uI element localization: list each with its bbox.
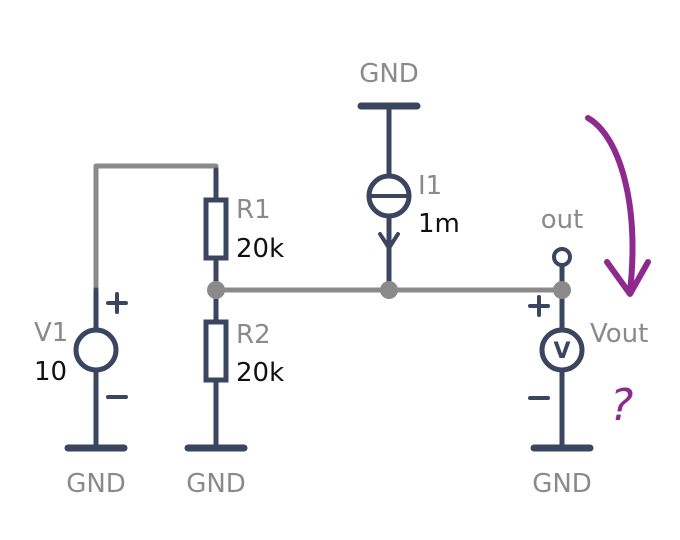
r2-name-label: R2 bbox=[236, 320, 271, 350]
resistor-r1 bbox=[203, 167, 229, 293]
r1-value-label: 20k bbox=[236, 234, 284, 264]
out-terminal-icon bbox=[552, 247, 572, 267]
r2-body bbox=[203, 319, 229, 383]
i1-name-label: I1 bbox=[418, 171, 442, 201]
annotation-arrow-head-icon bbox=[604, 259, 651, 297]
r2-value-label: 20k bbox=[236, 358, 284, 388]
voltage-source-v1 bbox=[64, 287, 128, 452]
wires bbox=[93, 163, 565, 293]
gnd-label-r2: GND bbox=[186, 469, 246, 499]
node-i1 bbox=[380, 281, 398, 299]
r1-name-label: R1 bbox=[236, 195, 271, 225]
vout-plus-icon bbox=[528, 295, 550, 317]
i1-arrow-icon bbox=[378, 232, 400, 250]
r1-body bbox=[203, 197, 229, 261]
v1-value-label: 10 bbox=[34, 357, 67, 387]
v1-source-circle bbox=[73, 327, 119, 373]
gnd-label-v1: GND bbox=[66, 469, 126, 499]
v1-name-label: V1 bbox=[34, 318, 68, 348]
out-label: out bbox=[541, 205, 584, 235]
v1-plus-icon bbox=[106, 292, 128, 314]
annotation-question-mark: ? bbox=[610, 380, 633, 431]
vout-name-label: Vout bbox=[590, 319, 648, 349]
resistor-r2 bbox=[184, 287, 248, 452]
annotation-arrow-icon bbox=[585, 115, 636, 295]
node-r1-r2 bbox=[207, 281, 225, 299]
junction-nodes bbox=[207, 281, 571, 299]
gnd-label-vout: GND bbox=[532, 469, 592, 499]
handwritten-annotation bbox=[585, 115, 651, 297]
vout-meter-symbol: V bbox=[553, 339, 570, 364]
wire-v1-to-r1-top bbox=[93, 163, 219, 293]
components bbox=[64, 102, 594, 452]
current-source-i1 bbox=[357, 102, 421, 293]
i1-value-label: 1m bbox=[418, 209, 460, 239]
gnd-label-top: GND bbox=[359, 59, 419, 89]
node-out bbox=[553, 281, 571, 299]
